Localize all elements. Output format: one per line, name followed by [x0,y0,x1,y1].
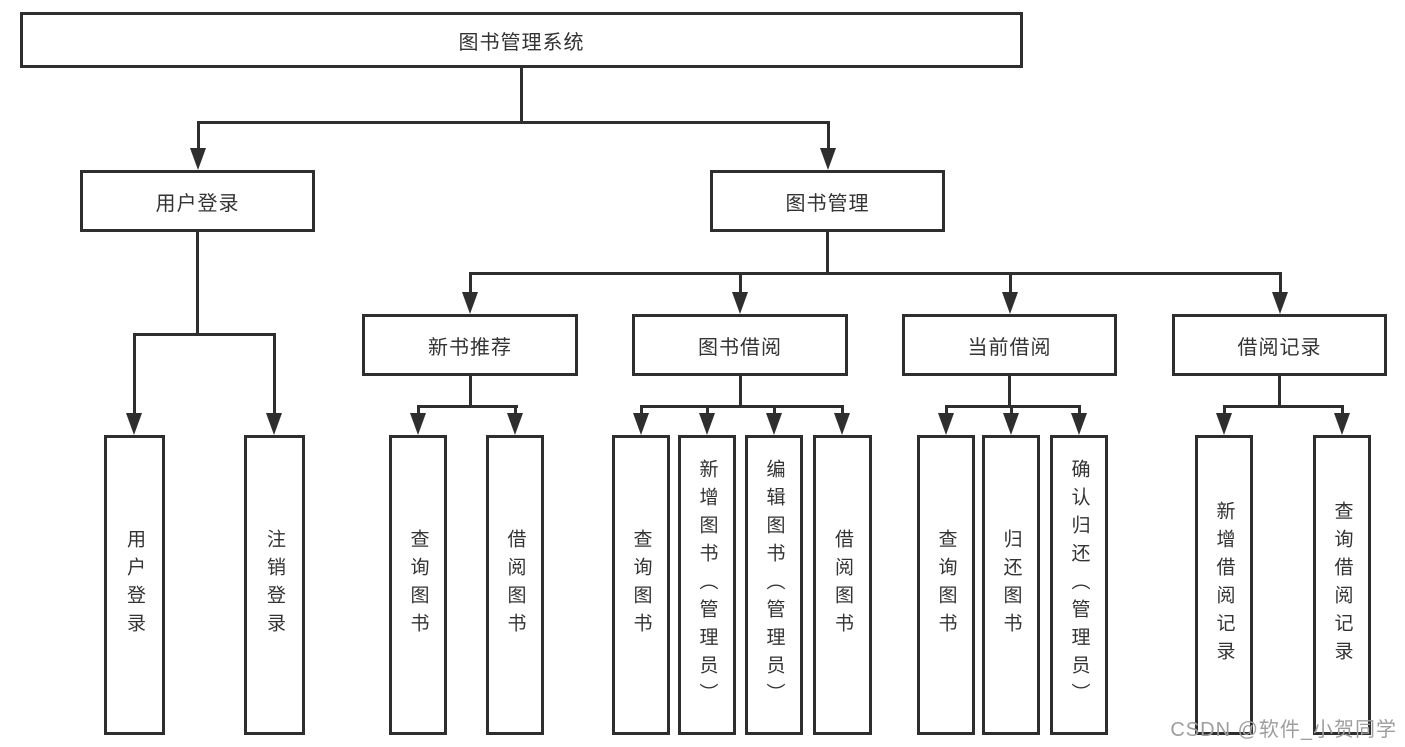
connector-line [1278,375,1281,407]
arrowhead [266,413,282,435]
connector-line [417,405,518,408]
arrowhead [834,413,850,435]
arrowhead [820,148,836,170]
arrowhead [938,413,954,435]
connector-line [417,405,420,416]
connector-line [520,67,523,123]
connector-line [739,375,742,407]
node-library-management-system: 图书管理系统 [20,12,1023,68]
arrowhead [699,413,715,435]
node-current-borrowing: 当前借阅 [902,314,1117,376]
connector-line [640,405,844,408]
connector-line [1008,375,1011,407]
arrowhead [190,148,206,170]
connector-line [739,272,742,295]
connector-line [1009,272,1012,295]
connector-line [1279,272,1282,295]
arrowhead [1002,292,1018,314]
leaf-current-query-books: 查询图书 [917,435,975,735]
leaf-edit-books-admin: 编辑图书（管理员） [745,435,803,735]
connector-line [1223,405,1226,416]
connector-line [469,272,472,295]
connector-line [469,272,1282,275]
arrowhead [1003,413,1019,435]
node-user-login: 用户登录 [80,170,315,232]
connector-line [1341,405,1344,416]
arrowhead [1334,413,1350,435]
arrowhead [507,413,523,435]
arrowhead [732,292,748,314]
connector-line [197,121,830,124]
connector-line [273,333,276,416]
node-new-book-recommend: 新书推荐 [362,314,578,376]
leaf-recommend-borrow-books: 借阅图书 [486,435,544,735]
connector-line [706,405,709,416]
leaf-logout: 注销登录 [244,435,305,735]
arrowhead [1216,413,1232,435]
leaf-confirm-return-admin: 确认归还（管理员） [1050,435,1108,735]
connector-line [826,231,829,275]
connector-line [827,121,830,151]
arrowhead [126,413,142,435]
connector-line [469,375,472,407]
leaf-user-login: 用户登录 [104,435,165,735]
arrowhead [462,292,478,314]
node-book-borrowing: 图书借阅 [632,314,848,376]
leaf-query-borrow-record: 查询借阅记录 [1313,435,1371,735]
leaf-return-books: 归还图书 [982,435,1040,735]
arrowhead [633,413,649,435]
arrowhead [1272,292,1288,314]
connector-line [197,121,200,151]
node-book-management: 图书管理 [710,170,945,232]
connector-line [841,405,844,416]
connector-line [1223,405,1344,408]
connector-line [945,405,1081,408]
connector-line [514,405,517,416]
connector-line [133,333,136,416]
connector-line [196,231,199,335]
connector-line [773,405,776,416]
arrowhead [410,413,426,435]
leaf-borrowing-query-books: 查询图书 [612,435,670,735]
connector-line [133,333,276,336]
connector-line [945,405,948,416]
leaf-borrowing-borrow-books: 借阅图书 [813,435,872,735]
connector-line [1010,405,1013,416]
node-borrowing-records: 借阅记录 [1172,314,1387,376]
connector-line [1078,405,1081,416]
csdn-watermark: CSDN @软件_小贺同学 [1170,719,1397,741]
arrowhead [766,413,782,435]
leaf-recommend-query-books: 查询图书 [389,435,447,735]
leaf-add-books-admin: 新增图书（管理员） [678,435,736,735]
arrowhead [1071,413,1087,435]
connector-line [640,405,643,416]
leaf-add-borrow-record: 新增借阅记录 [1195,435,1253,735]
